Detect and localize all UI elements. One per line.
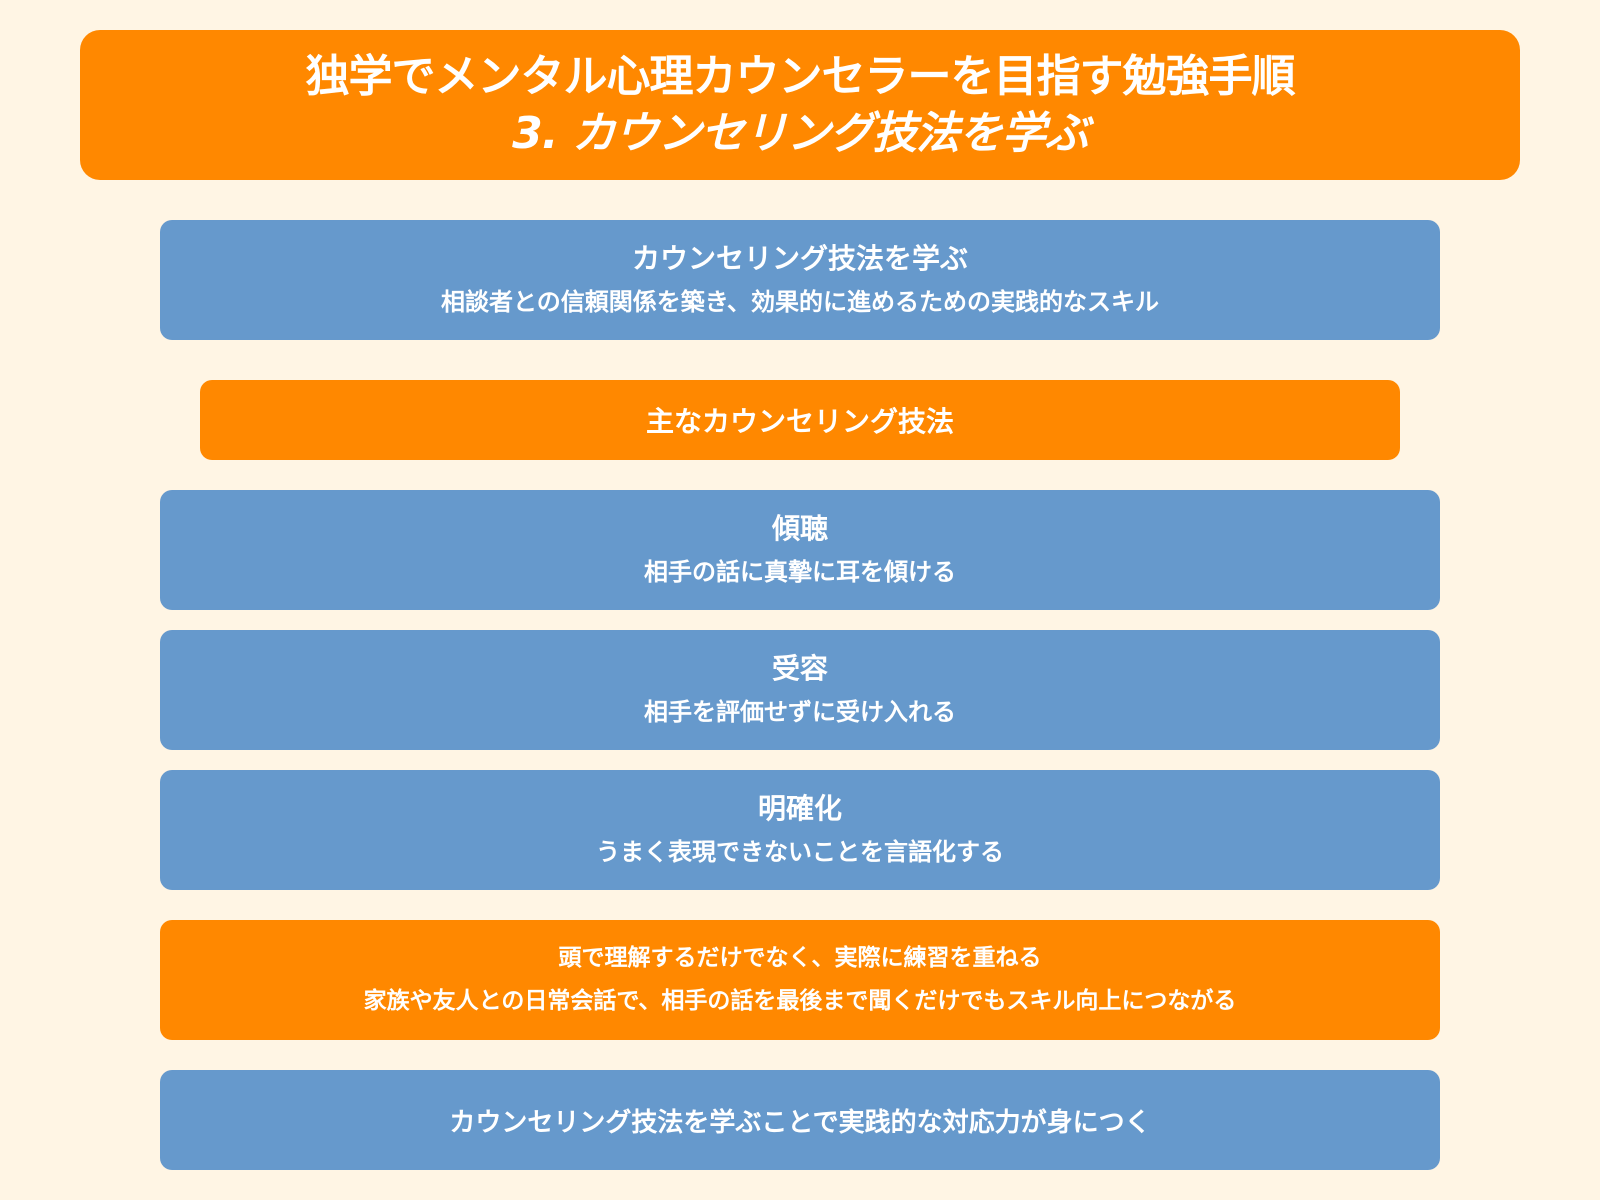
practice-tip-card: 頭で理解するだけでなく、実際に練習を重ねる 家族や友人との日常会話で、相手の話を… — [160, 920, 1440, 1040]
intro-card: カウンセリング技法を学ぶ 相談者との信頼関係を築き、効果的に進めるための実践的な… — [160, 220, 1440, 340]
section-header-label: 主なカウンセリング技法 — [645, 405, 954, 438]
technique-description: 相手を評価せずに受け入れる — [644, 698, 956, 726]
tip-line-1: 頭で理解するだけでなく、実際に練習を重ねる — [558, 945, 1042, 972]
intro-description: 相談者との信頼関係を築き、効果的に進めるための実践的なスキル — [440, 288, 1160, 316]
section-header: 主なカウンセリング技法 — [200, 380, 1400, 460]
title-banner: 独学でメンタル心理カウンセラーを目指す勉強手順 3. カウンセリング技法を学ぶ — [80, 30, 1520, 180]
title-line-1: 独学でメンタル心理カウンセラーを目指す勉強手順 — [305, 50, 1296, 102]
summary-text: カウンセリング技法を学ぶことで実践的な対応力が身につく — [449, 1107, 1151, 1138]
technique-description: うまく表現できないことを言語化する — [596, 838, 1004, 866]
technique-name: 受容 — [771, 652, 828, 686]
technique-name: 明確化 — [757, 792, 842, 826]
title-line-2: 3. カウンセリング技法を学ぶ — [512, 108, 1089, 159]
technique-card-listening: 傾聴 相手の話に真摯に耳を傾ける — [160, 490, 1440, 610]
tip-line-2: 家族や友人との日常会話で、相手の話を最後まで聞くだけでもスキル向上につながる — [363, 988, 1237, 1014]
technique-card-acceptance: 受容 相手を評価せずに受け入れる — [160, 630, 1440, 750]
summary-card: カウンセリング技法を学ぶことで実践的な対応力が身につく — [160, 1070, 1440, 1170]
technique-name: 傾聴 — [771, 512, 828, 546]
technique-card-clarification: 明確化 うまく表現できないことを言語化する — [160, 770, 1440, 890]
intro-heading: カウンセリング技法を学ぶ — [631, 242, 968, 276]
technique-description: 相手の話に真摯に耳を傾ける — [644, 558, 956, 586]
